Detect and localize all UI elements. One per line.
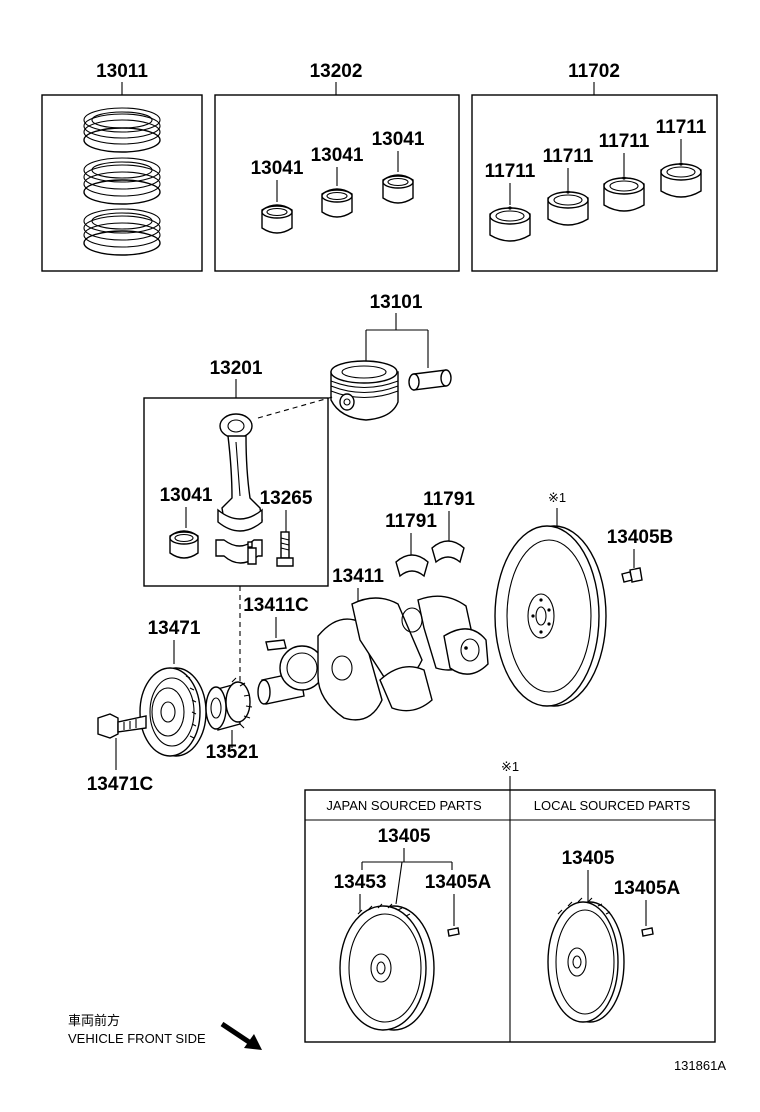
thrust-washer-callout-lower[interactable]: 11791 xyxy=(385,511,437,532)
main-bearing-set-group: 11702 11711 11711 11711 11711 xyxy=(471,61,718,272)
piston-ring-set-box xyxy=(41,94,203,272)
thrust-washer-1[interactable] xyxy=(395,554,429,578)
piston-ring-set-image[interactable] xyxy=(83,107,161,256)
vehicle-front-arrow-icon xyxy=(220,1021,262,1050)
pulley-callout[interactable]: 13471 xyxy=(148,618,201,639)
thrust-washer-group: 11791 11791 xyxy=(385,489,475,578)
piston-group: 13101 xyxy=(330,292,452,421)
japan-flywheel-image[interactable] xyxy=(339,903,435,1031)
japan-flywheel-assembly-callout[interactable]: 13405 xyxy=(378,826,431,847)
local-sourced-header: LOCAL SOURCED PARTS xyxy=(534,798,691,813)
conrod-bearing-set-callout[interactable]: 13202 xyxy=(310,61,363,82)
piston-image[interactable] xyxy=(330,360,399,421)
piston-ring-set-group: 13011 xyxy=(41,61,203,272)
conrod-bearing-shell-3[interactable] xyxy=(382,174,414,204)
local-flywheel-image[interactable] xyxy=(547,897,625,1023)
local-pin-callout[interactable]: 13405A xyxy=(614,878,681,899)
local-flywheel-pin-image[interactable] xyxy=(641,927,654,937)
connecting-rod-callout[interactable]: 13201 xyxy=(210,358,263,379)
connecting-rod-image[interactable] xyxy=(217,413,263,532)
crankshaft-group: 13411 13411C xyxy=(243,566,489,721)
conrod-bolt-image[interactable] xyxy=(276,531,294,567)
conrod-bearing-shell-4[interactable] xyxy=(169,530,199,559)
conrod-bearing-set-group: 13202 13041 13041 13041 xyxy=(214,61,460,272)
piston-callout[interactable]: 13101 xyxy=(370,292,423,313)
connecting-rod-cap-image[interactable] xyxy=(215,539,263,565)
flywheel-bolt-callout[interactable]: 13405B xyxy=(607,527,674,548)
illustration-id: 131861A xyxy=(674,1058,726,1073)
crankshaft-image[interactable] xyxy=(257,595,489,721)
timing-gear-image[interactable] xyxy=(205,677,253,731)
main-bearing-shell-4[interactable] xyxy=(660,162,702,198)
flywheel-bolt-image[interactable] xyxy=(621,567,643,583)
orientation-english-label: VEHICLE FRONT SIDE xyxy=(68,1031,206,1046)
pulley-bolt-callout[interactable]: 13471C xyxy=(87,774,154,795)
ring-gear-callout[interactable]: 13453 xyxy=(334,872,387,893)
piston-pin-image[interactable] xyxy=(408,369,452,391)
crankshaft-key-image[interactable] xyxy=(265,639,287,651)
japan-pin-callout[interactable]: 13405A xyxy=(425,872,492,893)
conrod-bolt-callout[interactable]: 13265 xyxy=(260,488,313,509)
conrod-bearing-callout-2[interactable]: 13041 xyxy=(311,145,364,166)
main-bearing-callout-2[interactable]: 11711 xyxy=(543,146,594,167)
conrod-bearing-callout-3[interactable]: 13041 xyxy=(372,129,425,150)
orientation-note: 車両前方 VEHICLE FRONT SIDE xyxy=(68,1013,262,1050)
main-bearing-set-callout[interactable]: 11702 xyxy=(568,61,620,82)
thrust-washer-2[interactable] xyxy=(431,540,465,564)
timing-gear-group: 13521 xyxy=(205,677,259,763)
local-flywheel-assembly-callout[interactable]: 13405 xyxy=(562,848,615,869)
flywheel-image[interactable] xyxy=(494,525,607,707)
crankshaft-key-callout[interactable]: 13411C xyxy=(243,595,309,616)
flywheel-group: ※1 13405B xyxy=(494,490,674,707)
conrod-bearing-callout-1[interactable]: 13041 xyxy=(251,158,304,179)
conrod-bearing-shell-1[interactable] xyxy=(261,204,293,234)
crank-pulley-image[interactable] xyxy=(139,667,207,757)
conrod-bearing-callout-4[interactable]: 13041 xyxy=(160,485,213,506)
timing-gear-callout[interactable]: 13521 xyxy=(206,742,259,763)
main-bearing-callout-1[interactable]: 11711 xyxy=(485,161,536,182)
main-bearing-shell-3[interactable] xyxy=(603,176,645,212)
main-bearing-shell-2[interactable] xyxy=(547,190,589,226)
conrod-bearing-shell-2[interactable] xyxy=(321,188,353,218)
main-bearing-shell-1[interactable] xyxy=(489,206,531,242)
flywheel-options-table: ※1 JAPAN SOURCED PARTS LOCAL SOURCED PAR… xyxy=(304,759,716,1043)
japan-sourced-header: JAPAN SOURCED PARTS xyxy=(326,798,482,813)
flywheel-note-mark[interactable]: ※1 xyxy=(548,490,566,505)
connecting-rod-group: 13201 13041 13265 xyxy=(143,358,337,587)
orientation-japanese-label: 車両前方 xyxy=(68,1013,120,1028)
conrod-bearing-set-box xyxy=(214,94,460,272)
crankshaft-callout[interactable]: 13411 xyxy=(332,566,384,587)
options-table-note-mark[interactable]: ※1 xyxy=(501,759,519,774)
pulley-bolt-image[interactable] xyxy=(97,713,147,739)
thrust-washer-callout-upper[interactable]: 11791 xyxy=(423,489,475,510)
piston-ring-set-callout[interactable]: 13011 xyxy=(96,61,148,82)
main-bearing-set-box xyxy=(471,94,718,272)
pulley-group: 13471 13471C xyxy=(87,618,207,795)
japan-flywheel-pin-image[interactable] xyxy=(447,927,460,937)
main-bearing-callout-3[interactable]: 11711 xyxy=(599,131,650,152)
connecting-rod-box xyxy=(143,397,329,587)
main-bearing-callout-4[interactable]: 11711 xyxy=(656,117,707,138)
